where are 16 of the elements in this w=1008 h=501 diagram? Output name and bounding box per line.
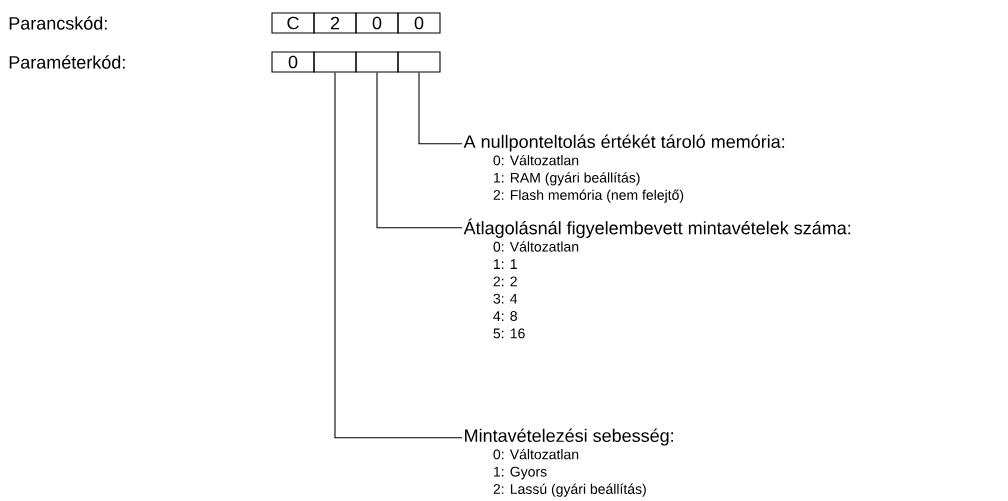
leader-line [418,72,463,145]
leader-line [334,72,463,439]
code-cell [313,51,357,73]
leader-line [376,72,463,229]
field-label: Parancskód: [9,16,107,30]
code-cell: 2 [313,12,357,34]
code-cell: 0 [397,12,441,34]
code-cell: 0 [355,12,399,34]
code-cell [355,51,399,73]
field-label: Paraméterkód: [9,55,125,69]
code-cell: 0 [271,51,315,73]
option-list: Átlagolásnál figyelembevett mintavételek száma: 0: Változatlan 1: 1 2: 2 3: 4 4: 8 5: 16 [463,218,851,339]
option-list: Mintavételezési sebesség: 0: Változatlan 1: Gyors 2: Lassú (gyári beállítás) [465,428,674,497]
code-cell [397,51,441,73]
option-list: A nullponteltolás értékét tároló memória: 0: Változatlan 1: RAM (gyári beállítás) 2: Flash memória (nem felejtő) [463,134,785,203]
code-cell: C [271,12,315,34]
